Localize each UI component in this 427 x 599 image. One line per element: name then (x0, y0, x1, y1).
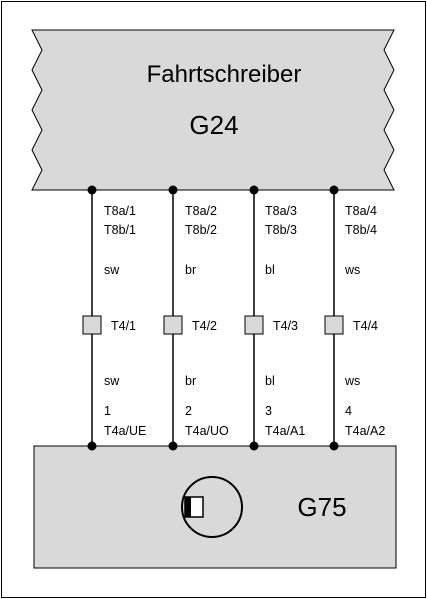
tachograph-block (31, 29, 395, 191)
pin-label-a: T8a/4 (345, 204, 377, 218)
connector-box (82, 315, 102, 335)
pin-destination: T4a/UE (104, 424, 146, 438)
junction-dot (87, 185, 97, 195)
connector-box (324, 315, 344, 335)
pin-label-b: T8b/1 (104, 223, 136, 237)
speed-sender-block (33, 445, 397, 569)
wire-color-top: sw (104, 263, 120, 277)
sensor-symbol-icon (181, 476, 243, 538)
connector-label: T4/1 (111, 319, 136, 333)
wire-4: T8a/4 T8b/4 ws T4/4 ws 4 T4a/A2 (324, 185, 385, 451)
pin-label-a: T8a/2 (185, 204, 217, 218)
wire-color-bottom: ws (344, 374, 360, 388)
pin-number: 4 (345, 404, 352, 418)
wire-color-top: bl (265, 263, 275, 277)
pin-number: 1 (104, 404, 111, 418)
connector-box (163, 315, 183, 335)
wire-color-top: br (185, 263, 196, 277)
pin-number: 3 (265, 404, 272, 418)
pin-label-a: T8a/3 (265, 204, 297, 218)
junction-dot (168, 441, 178, 451)
pin-label-b: T8b/4 (345, 223, 377, 237)
wire-2: T8a/2 T8b/2 br T4/2 br 2 T4a/UO (163, 185, 229, 451)
pin-number: 2 (185, 404, 192, 418)
tachograph-title: Fahrtschreiber (147, 61, 302, 88)
junction-dot (249, 441, 259, 451)
wire-color-top: ws (344, 263, 360, 277)
wire-color-bottom: bl (265, 374, 275, 388)
pin-destination: T4a/A1 (265, 424, 305, 438)
connector-label: T4/3 (273, 319, 298, 333)
pin-label-b: T8b/3 (265, 223, 297, 237)
wire-3: T8a/3 T8b/3 bl T4/3 bl 3 T4a/A1 (244, 185, 305, 451)
pin-destination: T4a/A2 (345, 424, 385, 438)
wire-color-bottom: sw (104, 374, 120, 388)
speed-sender-code: G75 (297, 492, 346, 522)
wire-color-bottom: br (185, 374, 196, 388)
tachograph-code: G24 (189, 110, 238, 140)
pin-destination: T4a/UO (185, 424, 229, 438)
pin-label-b: T8b/2 (185, 223, 217, 237)
junction-dot (249, 185, 259, 195)
junction-dot (329, 185, 339, 195)
connector-label: T4/2 (192, 319, 217, 333)
connector-box (244, 315, 264, 335)
junction-dot (168, 185, 178, 195)
junction-dot (87, 441, 97, 451)
pin-label-a: T8a/1 (104, 204, 136, 218)
connector-label: T4/4 (353, 319, 378, 333)
wire-1: T8a/1 T8b/1 sw T4/1 sw 1 T4a/UE (82, 185, 146, 451)
junction-dot (329, 441, 339, 451)
